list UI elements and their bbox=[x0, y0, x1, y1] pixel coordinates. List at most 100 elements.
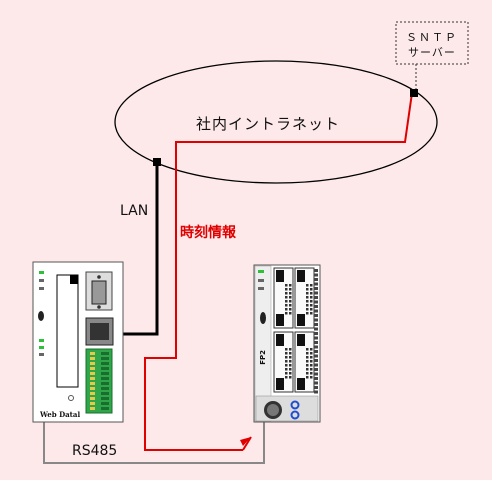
io-pin bbox=[289, 376, 292, 379]
io-pin bbox=[285, 296, 288, 299]
side-connector-pin bbox=[314, 273, 318, 277]
io-pin bbox=[289, 300, 292, 303]
terminal-slot bbox=[101, 362, 109, 365]
status-led bbox=[258, 287, 264, 290]
sntp-server-label: ＳＮＴＰ bbox=[406, 31, 458, 44]
fp2-port-inner bbox=[267, 404, 279, 416]
io-pin bbox=[285, 292, 288, 295]
io-pin bbox=[310, 376, 313, 379]
io-pin bbox=[310, 308, 313, 311]
lan-cable bbox=[123, 162, 159, 336]
io-pin bbox=[285, 364, 288, 367]
serial-port-screw bbox=[97, 275, 101, 279]
io-pin bbox=[289, 356, 292, 359]
card-slot-tab bbox=[70, 275, 78, 284]
side-connector-pin bbox=[314, 363, 318, 367]
status-led bbox=[39, 279, 44, 282]
terminal-slot bbox=[101, 402, 109, 405]
sntp-server-box bbox=[395, 21, 469, 65]
io-pin bbox=[306, 312, 309, 315]
terminal-screw bbox=[90, 367, 95, 370]
side-connector-pin bbox=[314, 368, 318, 371]
status-led bbox=[258, 270, 264, 273]
side-connector-pin bbox=[314, 345, 318, 349]
io-pin bbox=[310, 356, 313, 359]
side-connector-pin bbox=[314, 354, 318, 358]
terminal-screw bbox=[90, 382, 95, 385]
sntp-server-sublabel: サーバー bbox=[408, 46, 456, 59]
io-pin bbox=[306, 376, 309, 379]
io-module-latch bbox=[276, 270, 284, 282]
terminal-screw bbox=[90, 372, 95, 375]
terminal-slot bbox=[101, 367, 109, 370]
side-connector-pin bbox=[314, 314, 318, 317]
io-pin bbox=[289, 292, 292, 295]
side-connector-pin bbox=[314, 287, 318, 290]
terminal-slot bbox=[101, 382, 109, 385]
fp2-label: FP2 bbox=[259, 350, 267, 365]
card-slot bbox=[56, 274, 79, 388]
io-pin bbox=[310, 300, 313, 303]
io-pin bbox=[306, 300, 309, 303]
terminal-screw bbox=[90, 407, 95, 410]
io-pin bbox=[306, 372, 309, 375]
status-led bbox=[39, 339, 44, 342]
io-pin bbox=[285, 312, 288, 315]
lan-label: LAN bbox=[120, 203, 149, 219]
intranet-ellipse bbox=[114, 60, 438, 184]
rs485-label: RS485 bbox=[72, 443, 118, 459]
status-led bbox=[39, 353, 44, 356]
io-pin bbox=[306, 364, 309, 367]
side-connector-pin bbox=[314, 372, 318, 376]
rs485-cable bbox=[43, 420, 265, 464]
side-connector-pin bbox=[314, 341, 318, 344]
io-module-latch bbox=[276, 378, 284, 390]
io-module-latch bbox=[297, 270, 305, 282]
io-pin bbox=[310, 360, 313, 363]
io-pin bbox=[289, 352, 292, 355]
status-led bbox=[39, 346, 44, 349]
terminal-screw bbox=[90, 397, 95, 400]
terminal-block bbox=[85, 348, 113, 414]
io-pin bbox=[285, 284, 288, 287]
io-pin bbox=[310, 284, 313, 287]
side-connector-pin bbox=[314, 300, 318, 304]
io-pin bbox=[310, 296, 313, 299]
side-connector-pin bbox=[314, 359, 318, 362]
io-pin bbox=[306, 284, 309, 287]
side-connector-pin bbox=[314, 296, 318, 299]
io-pin bbox=[285, 288, 288, 291]
io-module bbox=[273, 331, 294, 393]
io-pin bbox=[310, 364, 313, 367]
io-pin bbox=[306, 368, 309, 371]
terminal-screw bbox=[90, 387, 95, 390]
side-connector-pin bbox=[314, 282, 318, 286]
io-pin bbox=[285, 308, 288, 311]
io-pin bbox=[289, 364, 292, 367]
sntp-node bbox=[410, 89, 418, 97]
io-modules bbox=[273, 267, 318, 394]
terminal-slot bbox=[101, 397, 109, 400]
io-module-latch bbox=[297, 378, 305, 390]
io-pin bbox=[306, 348, 309, 351]
time-info-label: 時刻情報 bbox=[180, 225, 236, 241]
side-connector-pin bbox=[314, 305, 318, 308]
side-connector-pin bbox=[314, 390, 318, 394]
io-pin bbox=[285, 360, 288, 363]
terminal-slot bbox=[101, 377, 109, 380]
side-connector-pin bbox=[314, 336, 318, 340]
terminal-screw bbox=[90, 352, 95, 355]
fp2-plc-device bbox=[253, 264, 321, 423]
io-pin bbox=[306, 304, 309, 307]
io-pin bbox=[285, 352, 288, 355]
intranet-label: 社内イントラネット bbox=[196, 115, 341, 133]
io-pin bbox=[285, 372, 288, 375]
panel-knob bbox=[38, 311, 44, 321]
fp2-blue-indicator bbox=[290, 400, 300, 410]
terminal-slot bbox=[101, 352, 109, 355]
side-connector-pin bbox=[314, 332, 318, 335]
fp2-blue-indicator bbox=[290, 410, 300, 420]
serial-port-inner bbox=[91, 280, 107, 305]
io-pin bbox=[306, 288, 309, 291]
